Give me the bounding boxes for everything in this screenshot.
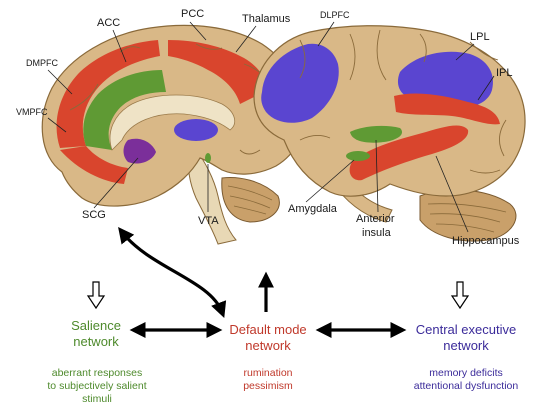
salience-symptom-line3: stimuli <box>82 393 112 405</box>
ipl-red-region <box>394 93 500 125</box>
salience-network-title-line1: Salience <box>71 318 121 333</box>
cerebellum-left <box>221 177 280 223</box>
brain-labels <box>47 21 495 233</box>
label-dlpfc: DLPFC <box>320 10 350 20</box>
label-lpl: LPL <box>470 31 490 43</box>
salience-network-title-line2: network <box>73 334 119 349</box>
lpl-ipl-region <box>397 51 494 108</box>
vmpfc-region <box>60 146 128 184</box>
default-mode-symptom-line2: pessimism <box>243 380 293 392</box>
label-vta: VTA <box>198 215 219 227</box>
label-vmpfc: VMPFC <box>16 107 48 117</box>
medial-brain-illustration <box>41 24 305 245</box>
label-acc: ACC <box>97 17 120 29</box>
network-arrows <box>86 226 470 338</box>
default-mode-network-title-line2: network <box>245 338 291 353</box>
thalamus-region <box>174 119 218 141</box>
corpus-callosum <box>109 94 236 151</box>
salience-down-arrow <box>86 281 106 310</box>
scg-region <box>123 138 156 164</box>
acc-region <box>83 70 166 150</box>
central-executive-network-title-line2: network <box>443 338 489 353</box>
lateral-brain-illustration <box>253 25 526 242</box>
vta-region <box>205 153 211 163</box>
default-mode-symptom-line1: rumination <box>243 367 292 379</box>
default-mode-network-title-line1: Default mode <box>229 322 306 337</box>
label-pcc: PCC <box>181 8 204 20</box>
label-anterior-insula-line2: insula <box>362 227 392 239</box>
amygdala-region <box>346 151 370 161</box>
scg-to-default-mode-arrow <box>118 226 227 318</box>
label-amygdala: Amygdala <box>288 203 338 215</box>
dmpfc-pcc-region <box>56 40 269 148</box>
label-scg: SCG <box>82 209 106 221</box>
dlpfc-region <box>261 43 339 123</box>
label-dmpfc: DMPFC <box>26 58 58 68</box>
label-ipl: IPL <box>496 67 513 79</box>
central-executive-symptom-line1: memory deficits <box>429 367 503 379</box>
label-anterior-insula-line1: Anterior <box>356 213 395 225</box>
salience-symptom-line1: aberrant responses <box>52 367 142 379</box>
anterior-insula-region <box>350 125 403 143</box>
label-hippocampus: Hippocampus <box>452 235 520 247</box>
central-executive-down-arrow <box>450 281 470 310</box>
central-executive-network-title-line1: Central executive <box>416 322 516 337</box>
hippocampus-region <box>349 125 469 181</box>
central-executive-symptom-line2: attentional dysfunction <box>414 380 519 392</box>
label-thalamus: Thalamus <box>242 13 291 25</box>
salience-symptom-line2: to subjectively salient <box>47 380 146 392</box>
